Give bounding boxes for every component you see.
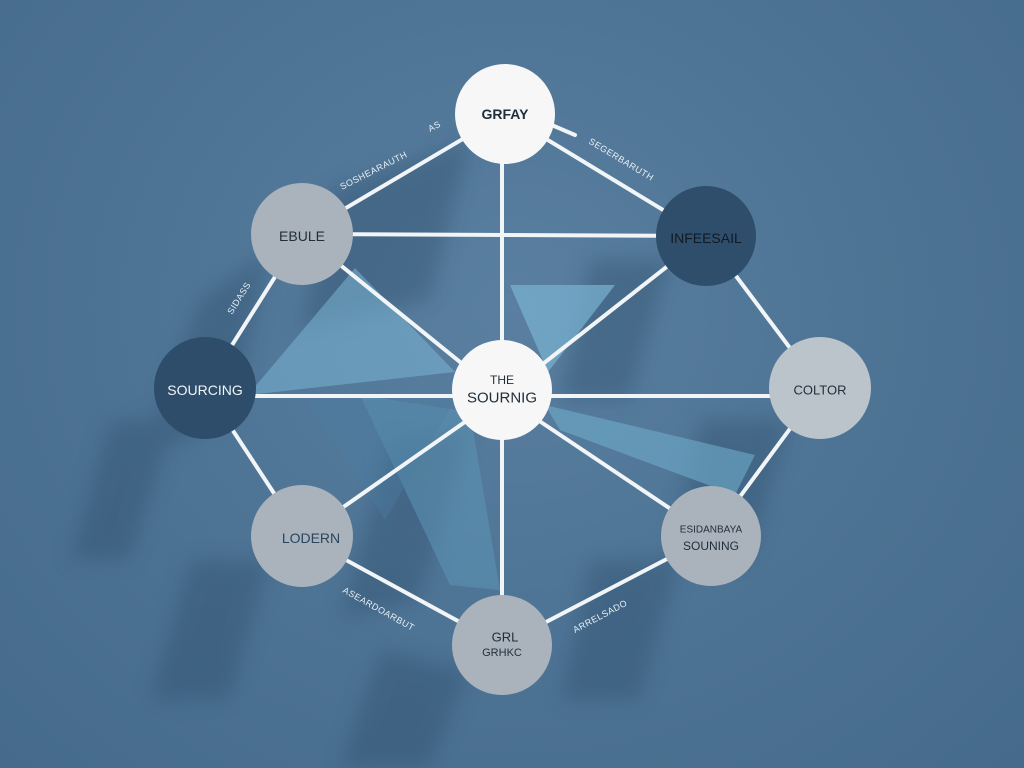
- node-center-line1: THE: [490, 373, 514, 387]
- wedges: [248, 268, 755, 590]
- node-lower-left-label: LODERN: [282, 530, 340, 546]
- node-right-label: COLTOR: [794, 383, 847, 398]
- node-top-label: GRFAY: [482, 106, 530, 122]
- node-right[interactable]: COLTOR: [769, 337, 871, 439]
- node-lower-right-line2: SOUNING: [683, 539, 739, 553]
- node-bottom-line1: GRL: [492, 630, 519, 645]
- node-lower-right[interactable]: ESIDANBAYA SOUNING: [661, 486, 761, 586]
- node-left[interactable]: SOURCING: [154, 337, 256, 439]
- node-upper-right[interactable]: INFEESAIL: [656, 186, 756, 286]
- node-center[interactable]: THE SOURNIG: [452, 340, 552, 440]
- node-top[interactable]: GRFAY: [455, 64, 555, 164]
- node-bottom-line2: GRHKC: [482, 647, 522, 659]
- node-upper-right-label: INFEESAIL: [670, 230, 742, 246]
- edge-label-top-left-small: AS: [426, 119, 442, 134]
- node-lower-right-line1: ESIDANBAYA: [680, 525, 743, 536]
- edge-label-top-right: SEGERBARUTH: [587, 136, 656, 183]
- node-bottom[interactable]: GRL GRHKC: [452, 595, 552, 695]
- node-upper-left-label: EBULE: [279, 228, 325, 244]
- node-center-line2: SOURNIG: [467, 390, 537, 407]
- node-left-label: SOURCING: [167, 382, 242, 398]
- node-upper-left[interactable]: EBULE: [251, 183, 353, 285]
- node-lower-left[interactable]: LODERN: [251, 485, 353, 587]
